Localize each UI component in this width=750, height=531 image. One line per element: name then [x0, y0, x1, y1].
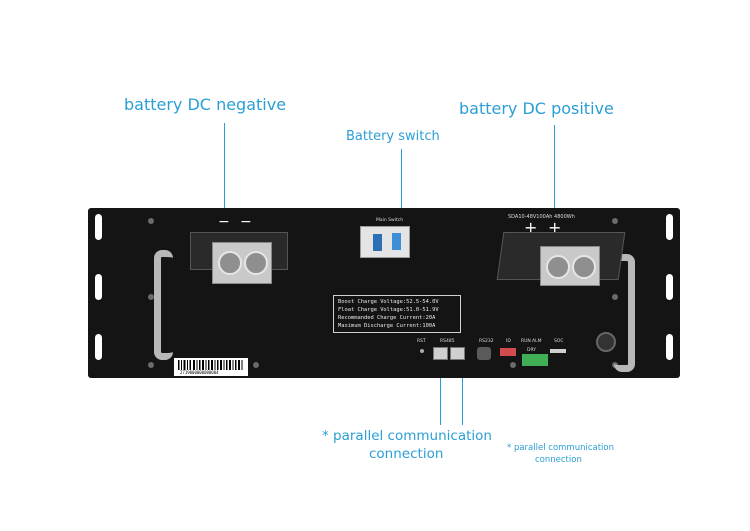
bolt-icon — [572, 255, 596, 279]
leader-positive — [554, 125, 555, 243]
rs485-label: RS485 — [440, 339, 455, 344]
mount-slot-left-top — [95, 214, 102, 240]
label-parallel-line1: * parallel communication — [322, 428, 492, 444]
spec-line: Maximum Discharge Current:100A — [338, 323, 436, 329]
mount-slot-left-bottom — [95, 334, 102, 360]
barcode-label: 2719000000000004 — [174, 358, 248, 376]
reset-button[interactable] — [420, 349, 424, 353]
id-label: ID — [506, 339, 511, 344]
leader-rs485-b — [462, 357, 463, 425]
barcode-number: 2719000000000004 — [180, 370, 219, 375]
main-switch-label: Main Switch — [376, 218, 404, 223]
rs485-port-b[interactable] — [450, 347, 465, 360]
label-battery-switch: Battery switch — [346, 129, 440, 144]
dry-label: DRY — [527, 348, 537, 353]
switch-status — [392, 233, 401, 250]
switch-toggle[interactable] — [373, 234, 382, 251]
screw — [253, 362, 259, 368]
negative-sign-2: − — [240, 214, 252, 230]
handle-right[interactable] — [614, 254, 635, 372]
rs485-port-a[interactable] — [433, 347, 448, 360]
rs232-label: RS232 — [479, 339, 494, 344]
battery-front-panel: − − Main Switch SDA10-48V100Ah 4800Wh + … — [88, 208, 680, 378]
spec-line: Recommanded Charge Current:20A — [338, 315, 436, 321]
barcode-icon — [178, 360, 243, 370]
soc-indicator — [550, 349, 566, 353]
spec-label: Boost Charge Voltage:52.5-54.0V Float Ch… — [333, 295, 461, 333]
mount-slot-right-mid — [666, 274, 673, 300]
bolt-icon — [546, 255, 570, 279]
cable-gland — [596, 332, 616, 352]
mount-slot-left-mid — [95, 274, 102, 300]
mount-slot-right-top — [666, 214, 673, 240]
negative-sign: − — [218, 214, 230, 230]
screw — [612, 218, 618, 224]
soc-label: SOC — [554, 339, 564, 344]
id-dip-switch[interactable] — [500, 348, 516, 356]
screw — [148, 362, 154, 368]
leader-negative — [224, 123, 225, 243]
model-label: SDA10-48V100Ah 4800Wh — [508, 214, 575, 220]
positive-terminal — [540, 246, 600, 286]
screw — [148, 218, 154, 224]
rs232-port[interactable] — [477, 347, 491, 360]
label-dc-positive: battery DC positive — [459, 99, 614, 118]
dry-contact-terminal[interactable] — [522, 354, 548, 366]
screw — [148, 294, 154, 300]
spec-line: Float Charge Voltage:51.0-51.9V — [338, 307, 439, 313]
mount-slot-right-bottom — [666, 334, 673, 360]
rst-label: RST — [417, 339, 426, 344]
bolt-icon — [218, 251, 242, 275]
label-parallel-small-line2: connection — [535, 455, 582, 465]
leader-switch — [401, 149, 402, 219]
run-label: RUN — [521, 339, 531, 344]
alm-label: ALM — [532, 339, 542, 344]
screw — [612, 294, 618, 300]
bolt-icon — [244, 251, 268, 275]
screw — [510, 362, 516, 368]
leader-rs485-a — [440, 357, 441, 425]
battery-switch[interactable] — [360, 226, 410, 258]
spec-line: Boost Charge Voltage:52.5-54.0V — [338, 299, 439, 305]
negative-terminal — [212, 242, 272, 284]
label-dc-negative: battery DC negative — [124, 95, 287, 114]
handle-left[interactable] — [154, 250, 173, 360]
label-parallel-line2: connection — [369, 446, 444, 462]
label-parallel-small-line1: * parallel communication — [507, 443, 615, 453]
